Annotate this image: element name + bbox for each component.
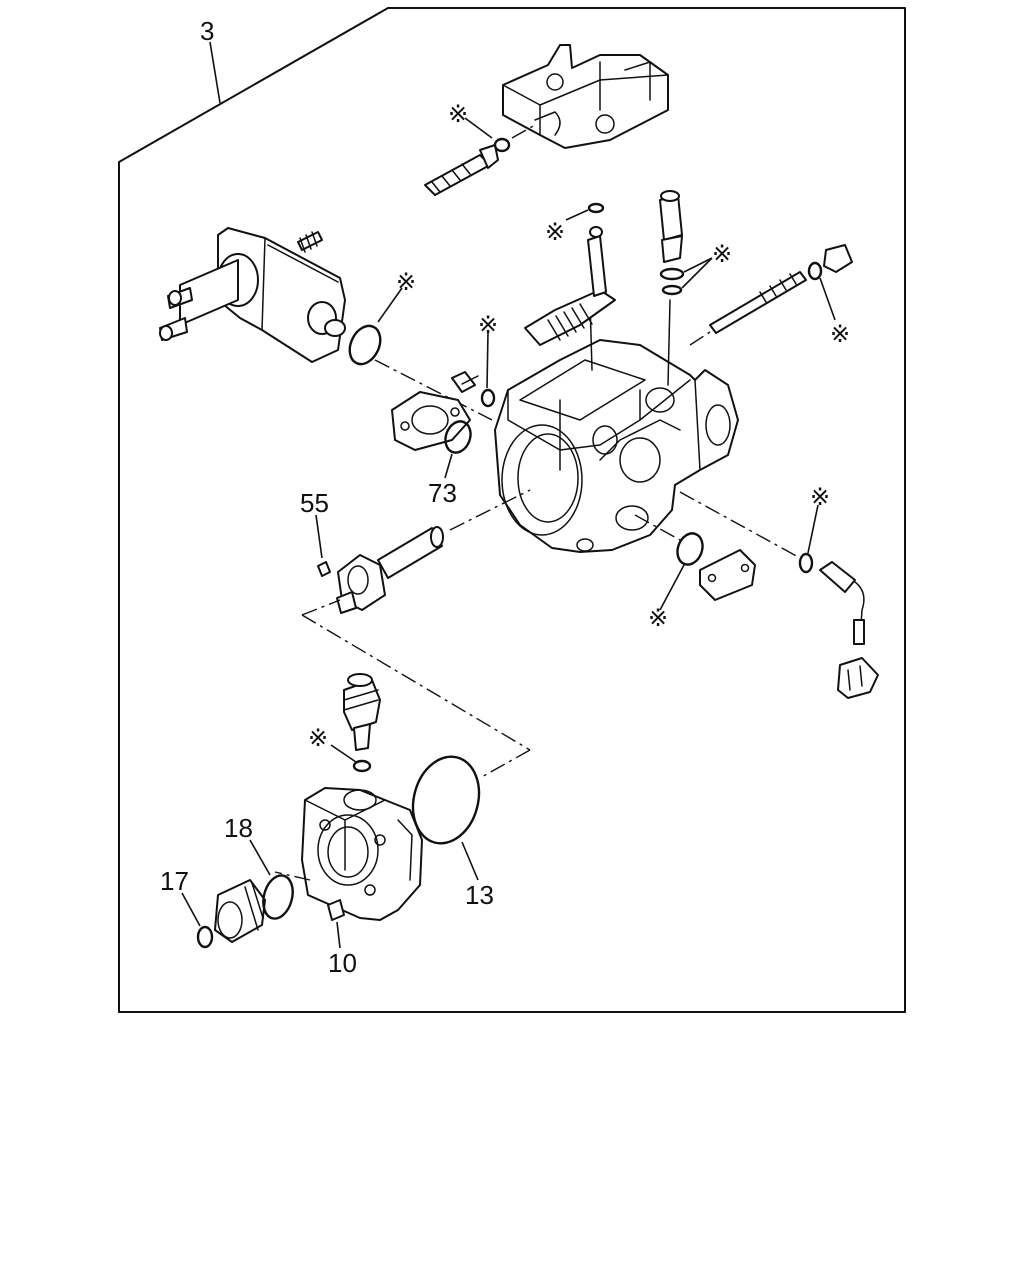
callout-73: 73	[428, 478, 457, 508]
leader-3	[209, 41, 221, 104]
callout-3: 3	[200, 16, 214, 46]
seal-mark: ※	[712, 240, 732, 268]
screw-oring	[807, 261, 823, 281]
callout-17: 17	[160, 866, 189, 896]
bolt-washer	[480, 388, 496, 408]
callout-13: 13	[465, 880, 494, 910]
upper-oring	[493, 137, 511, 153]
upper-right-oring-a	[659, 267, 685, 281]
valve-solenoid	[343, 673, 381, 751]
oring-18	[262, 874, 294, 920]
governor-spring-stack	[524, 226, 616, 346]
key-55	[317, 561, 331, 577]
side-cover-plate	[699, 549, 756, 601]
oring-73	[444, 420, 472, 454]
adjusting-screw	[709, 244, 853, 334]
seal-mark: ※	[478, 311, 498, 339]
seal-mark: ※	[545, 218, 565, 246]
top-cover-plate	[502, 44, 669, 149]
upper-right-oring-b	[661, 284, 683, 296]
seal-mark: ※	[648, 604, 668, 632]
upper-nozzle-stud	[424, 144, 499, 196]
gasket-flange	[391, 391, 471, 451]
solenoid-valve	[159, 227, 346, 363]
seal-mark: ※	[308, 724, 328, 752]
solenoid-oring	[348, 324, 382, 366]
sensor-oring	[798, 552, 814, 574]
pump-housing	[494, 299, 739, 553]
upper-right-fitting	[659, 190, 683, 263]
valve-oring	[352, 759, 372, 773]
washer-17	[196, 925, 214, 949]
seal-mark: ※	[830, 320, 850, 348]
nut-10	[327, 899, 345, 921]
assembly-boundary	[118, 7, 906, 1013]
plug	[214, 879, 266, 943]
oring-13	[411, 755, 481, 845]
valve-body	[301, 787, 423, 921]
callout-55: 55	[300, 488, 329, 518]
callout-18: 18	[224, 813, 253, 843]
side-cover-oring	[676, 532, 704, 566]
callout-10: 10	[328, 948, 357, 978]
seal-mark: ※	[810, 483, 830, 511]
top-tiny-oring	[587, 202, 605, 214]
small-bolt	[451, 371, 479, 393]
seal-mark: ※	[448, 100, 468, 128]
seal-mark: ※	[396, 268, 416, 296]
drive-shaft	[336, 526, 444, 614]
pressure-sensor	[819, 561, 879, 699]
